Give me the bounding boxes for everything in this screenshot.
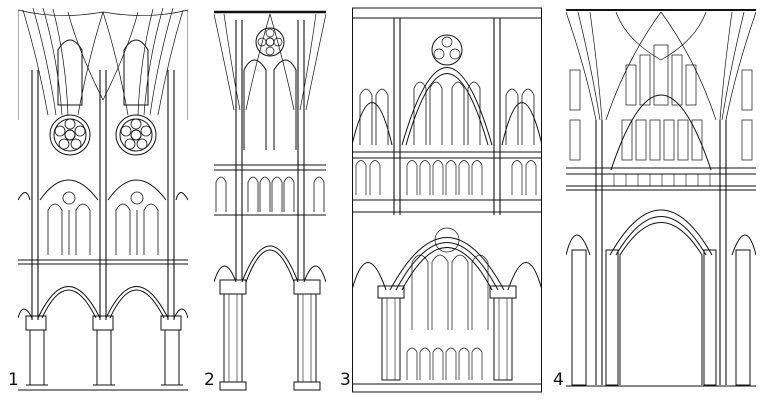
panel-1-label: 1 bbox=[8, 370, 19, 390]
panel-2 bbox=[214, 0, 326, 395]
panel-4-drawing bbox=[566, 9, 756, 387]
panel-4 bbox=[566, 0, 756, 395]
panel-3 bbox=[352, 0, 542, 395]
panel-2-drawing bbox=[214, 10, 326, 391]
panel-3-drawing bbox=[352, 7, 542, 393]
panel-1-drawing bbox=[18, 7, 188, 391]
panel-3-label: 3 bbox=[340, 370, 351, 390]
panel-2-label: 2 bbox=[204, 370, 215, 390]
panel-1 bbox=[18, 0, 188, 395]
panel-4-label: 4 bbox=[553, 370, 564, 390]
